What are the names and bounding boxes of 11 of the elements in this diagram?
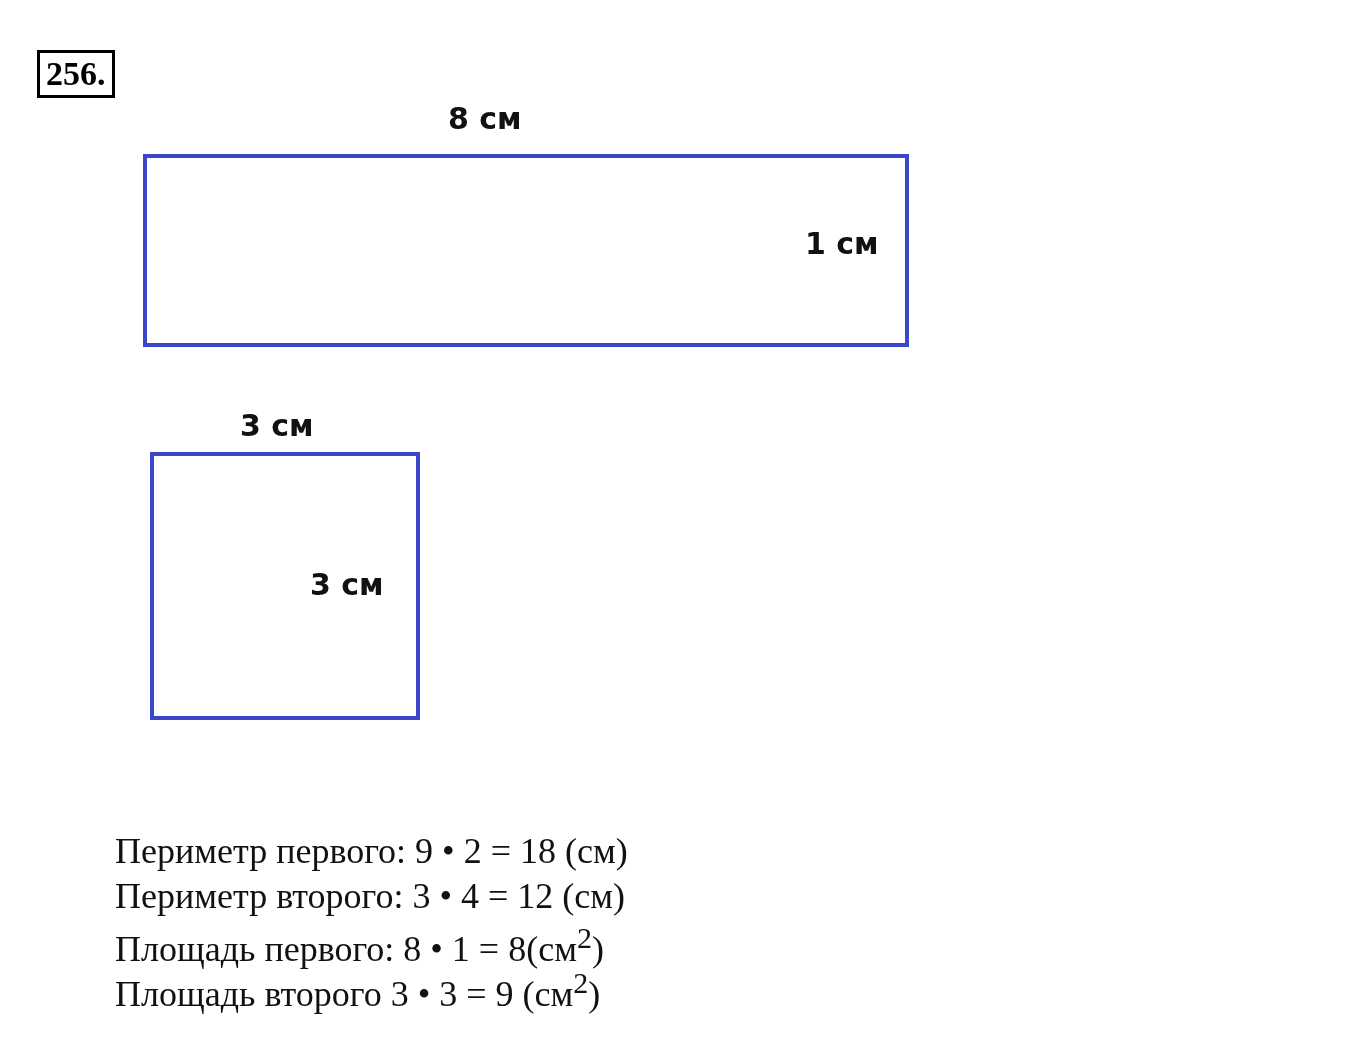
rectangle	[150, 452, 420, 720]
dimension-label: 3 см	[310, 570, 384, 600]
solution-line: Периметр первого: 9 • 2 = 18 (см)	[115, 833, 628, 869]
dimension-label: 3 см	[240, 411, 314, 441]
rectangle	[143, 154, 909, 347]
solution-line: Площадь первого: 8 • 1 = 8(см$^{2}$)	[115, 923, 604, 967]
dimension-label: 1 см	[805, 229, 879, 259]
problem-number: 256.	[37, 50, 115, 98]
solution-line: Периметр второго: 3 • 4 = 12 (см)	[115, 878, 626, 914]
dimension-label: 8 см	[448, 104, 522, 134]
solution-line: Площадь второго 3 • 3 = 9 (см$^{2}$)	[115, 968, 601, 1012]
